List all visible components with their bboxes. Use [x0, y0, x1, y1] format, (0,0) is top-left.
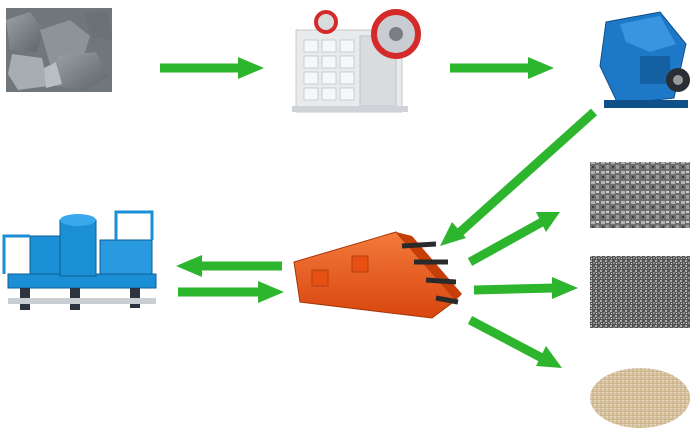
- coarse-aggregate-image: [590, 162, 690, 228]
- arrow-rock-to-jaw: [160, 57, 264, 79]
- raw-rock-image: [6, 8, 112, 92]
- sand-image: [590, 360, 690, 428]
- arrow-impact-to-screen: [440, 108, 598, 246]
- arrow-jaw-to-impact: [450, 57, 554, 79]
- jaw-crusher: [292, 9, 421, 113]
- arrow-screen-to-fine: [473, 277, 578, 299]
- fine-aggregate-image: [590, 256, 690, 328]
- impact-crusher: [599, 11, 690, 108]
- arrow-screen-to-sand: [467, 316, 562, 368]
- flow-arrows: [160, 57, 598, 368]
- arrow-vsi-to-screen: [178, 281, 284, 303]
- vsi-sand-maker: [2, 210, 157, 310]
- vibrating-screen: [293, 231, 462, 319]
- arrow-screen-to-coarse: [467, 212, 560, 266]
- arrow-screen-to-vsi: [176, 255, 282, 277]
